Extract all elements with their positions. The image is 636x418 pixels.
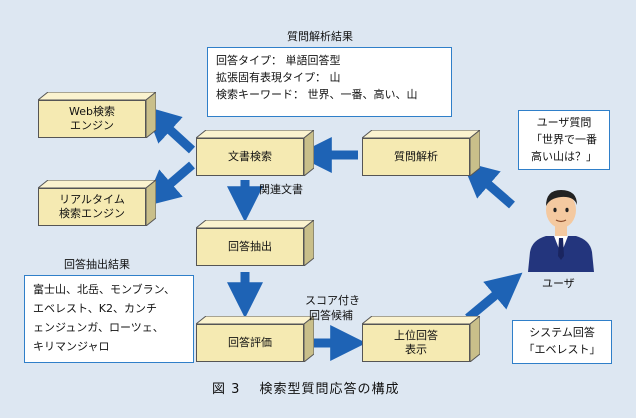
box-web-search: Web検索 エンジン [38,92,156,138]
analysis-result-title: 質問解析結果 [287,30,353,43]
user-question-line: 高い山は？」 [531,150,597,163]
box-top-answer: 上位回答 表示 [362,316,480,362]
user-question-line: ユーザ質問 [536,116,592,129]
user-question-panel: ユーザ質問 「世界で一番 高い山は？」 [518,110,610,170]
extraction-line: キリマンジャロ [33,340,110,353]
box-realtime-search: リアルタイム 検索エンジン [38,180,156,226]
label-scored-2: 回答候補 [309,309,353,322]
analysis-line: 回答タイプ： 単語回答型 [216,54,341,67]
label-related-docs: 関連文書 [259,183,303,196]
figure-caption: 図 3 検索型質問応答の構成 [212,382,400,397]
extraction-line: ェンジュンガ、ローツェ、 [33,321,164,334]
box-doc-search: 文書検索 [196,130,314,176]
extraction-line: 富士山、北岳、モンブラン、 [33,283,176,296]
box-question-analysis-label: 質問解析 [362,138,470,176]
extraction-result-title: 回答抽出結果 [64,258,130,271]
arrow-top-to-user [465,272,523,322]
arrow-user-to-analysis [461,161,515,209]
user-figure-icon [528,190,594,272]
user-question-line: 「世界で一番 [531,133,597,146]
system-answer-line: 「エベレスト」 [523,343,601,356]
box-web-search-label: Web検索 エンジン [38,100,146,138]
user-label: ユーザ [542,277,575,290]
system-answer-panel: システム回答 「エベレスト」 [512,320,612,364]
analysis-line: 検索キーワード： 世界、一番、高い、山 [216,88,418,101]
box-answer-extraction: 回答抽出 [196,220,314,266]
analysis-line: 拡張固有表現タイプ： 山 [216,71,341,84]
box-doc-search-label: 文書検索 [196,138,304,176]
box-answer-evaluation-label: 回答評価 [196,324,304,362]
box-top-answer-label: 上位回答 表示 [362,324,470,362]
box-question-analysis: 質問解析 [362,130,480,176]
label-scored-1: スコア付き [305,294,360,307]
system-answer-line: システム回答 [529,326,595,339]
box-realtime-search-label: リアルタイム 検索エンジン [38,188,146,226]
arrow-doc-to-web [144,106,196,154]
box-answer-extraction-label: 回答抽出 [196,228,304,266]
box-answer-evaluation: 回答評価 [196,316,314,362]
extraction-line: エベレスト、K2、カンチ [33,302,157,315]
analysis-result-panel: 回答タイプ： 単語回答型 拡張固有表現タイプ： 山 検索キーワード： 世界、一番… [207,47,452,117]
extraction-result-panel: 富士山、北岳、モンブラン、 エベレスト、K2、カンチ ェンジュンガ、ローツェ、 … [24,275,194,363]
arrow-doc-to-realtime [143,161,195,207]
